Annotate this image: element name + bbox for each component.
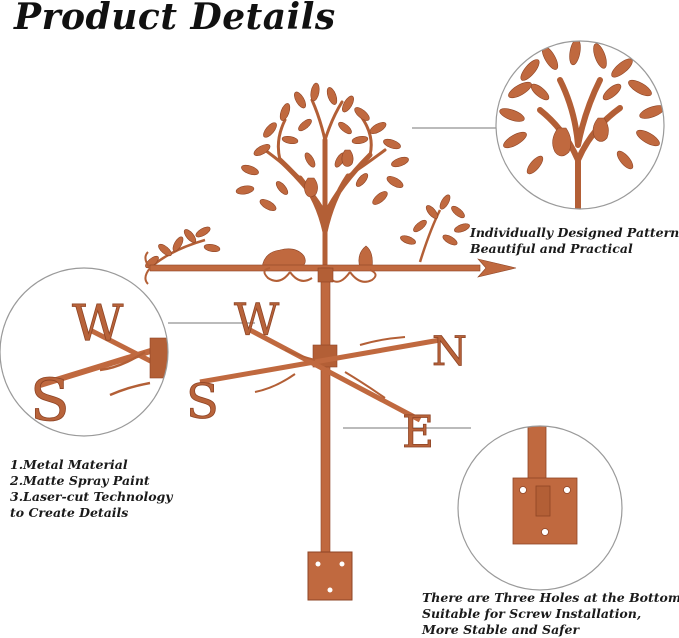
mount-callout: There are Three Holes at the Bottom, Sui… (422, 590, 679, 638)
arrow-head (477, 258, 517, 278)
mount-callout-line: More Stable and Safer (422, 622, 580, 637)
zoom-circle-tree (496, 41, 664, 209)
compass-letter-n: N (432, 329, 467, 375)
compass-letter-s: S (186, 374, 219, 430)
pattern-callout-line: Beautiful and Practical (470, 241, 633, 256)
main-tree-leaves (235, 82, 409, 211)
pear-shape (304, 177, 318, 198)
bird-shape (261, 248, 306, 269)
features-callout-line: 3.Laser-cut Technology (10, 489, 173, 504)
zoom-circle-compass-border (0, 267, 169, 437)
zoom-circle-tree-border (495, 40, 665, 210)
base-plate (307, 551, 353, 601)
page-title: Product Details (14, 0, 336, 38)
zoom-circle-compass: S W (0, 268, 168, 436)
pear-shape (341, 149, 354, 167)
compass-letters: N S E W (186, 295, 468, 459)
pattern-callout-line: Individually Designed Patterns, (470, 225, 679, 240)
features-callout-line: 2.Matte Spray Paint (10, 473, 150, 488)
zoom-circle-base (458, 426, 622, 590)
pattern-callout: Individually Designed Patterns, Beautifu… (470, 225, 679, 257)
main-weathervane (144, 82, 517, 559)
features-callout-line: to Create Details (10, 505, 129, 520)
mount-callout-line: Suitable for Screw Installation, (422, 606, 642, 621)
features-callout-line: 1.Metal Material (10, 457, 128, 472)
compass-letter-e: E (402, 407, 434, 458)
zoom-letter-w: W (72, 294, 124, 352)
mount-callout-line: There are Three Holes at the Bottom, (422, 590, 679, 605)
zoom-circle-base-border (457, 425, 623, 591)
compass-letter-w: W (234, 295, 280, 346)
features-callout: 1.Metal Material 2.Matte Spray Paint 3.L… (10, 457, 173, 521)
zoom-letter-s: S (30, 366, 70, 434)
pear-shape (358, 245, 373, 269)
